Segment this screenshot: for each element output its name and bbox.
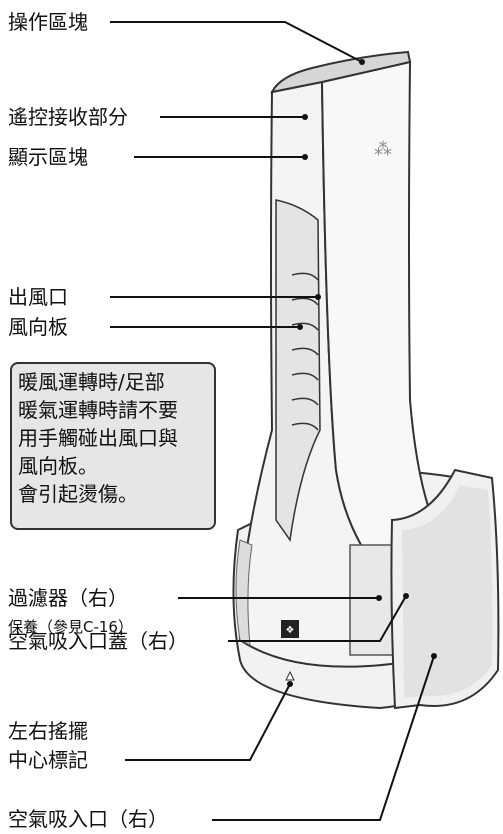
label-swing-center-2: 中心標記	[8, 748, 88, 772]
label-filter-note: 保養（參見C-16）	[8, 618, 133, 636]
operation-area	[270, 50, 412, 94]
warning-line: 用手觸碰出風口與	[18, 426, 178, 450]
leader-dots	[287, 59, 437, 687]
warning-line: 風向板。	[18, 454, 98, 478]
louvers	[291, 272, 319, 431]
label-intake-cover: 空氣吸入口蓋（右）	[8, 629, 188, 653]
warning-box: 暖風運轉時/足部 暖氣運轉時請不要 用手觸碰出風口與 風向板。 會引起燙傷。	[10, 362, 216, 530]
label-operation-area: 操作區塊	[8, 10, 88, 34]
intake-grille	[402, 485, 493, 698]
label-air-intake: 空氣吸入口（右）	[8, 807, 168, 831]
label-swing-center-1: 左右搖擺	[8, 719, 88, 743]
filter-visual	[349, 544, 396, 656]
warning-line: 暖氣運轉時請不要	[18, 398, 178, 422]
warning-line: 會引起燙傷。	[18, 482, 138, 506]
logo-badge	[281, 620, 299, 638]
label-filter: 過濾器（右）	[8, 586, 128, 610]
svg-text:❖: ❖	[286, 625, 295, 636]
label-display-area: 顯示區塊	[8, 145, 88, 169]
outlet-recess	[275, 199, 321, 542]
label-air-outlet: 出風口	[8, 285, 68, 309]
grille-left	[235, 539, 253, 646]
swing-center-mark	[285, 670, 295, 681]
warning-line: 暖風運轉時/足部	[18, 370, 165, 394]
label-louver: 風向板	[8, 315, 68, 339]
brand-mark: ⁂	[374, 139, 392, 160]
leader-lines	[110, 21, 435, 821]
label-remote-receiver: 遙控接收部分	[8, 105, 128, 129]
